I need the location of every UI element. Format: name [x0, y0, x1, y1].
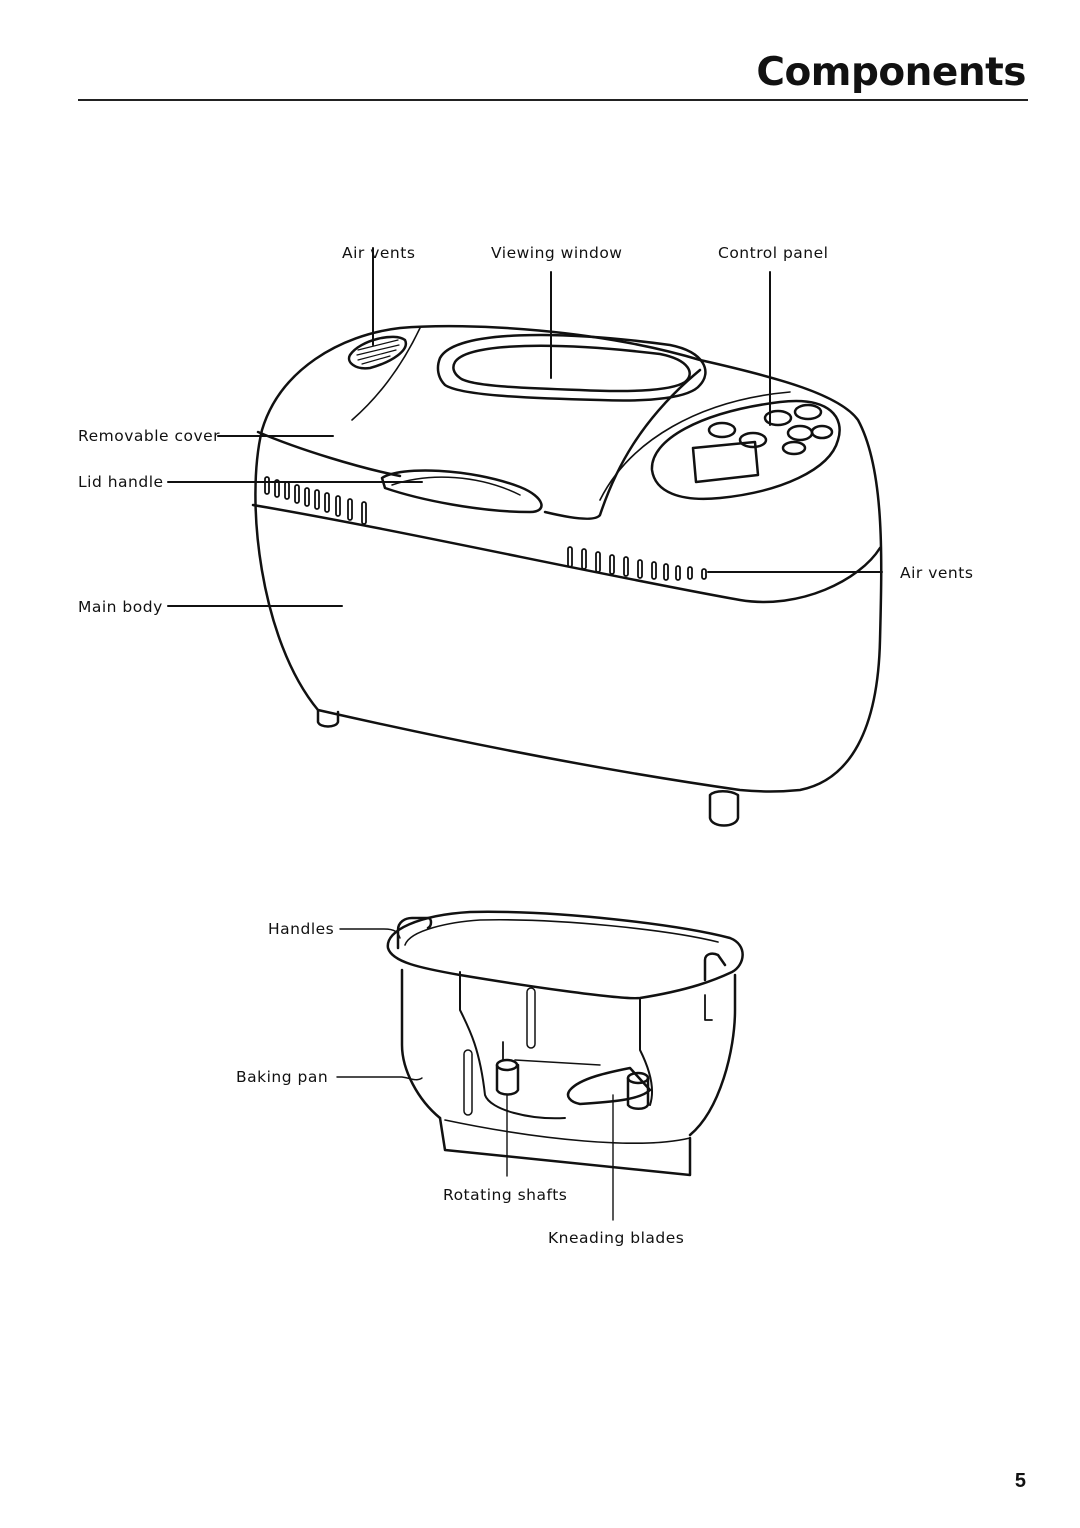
machine-leader-lines [167, 247, 883, 607]
label-air-vents-side: Air vents [900, 564, 974, 582]
right-shaft [626, 1076, 650, 1110]
lid-contour [543, 368, 702, 520]
pan-base [438, 1116, 692, 1177]
label-lid-handle: Lid handle [78, 473, 164, 491]
pan-right-wall [688, 973, 737, 1137]
title-rule [78, 99, 1028, 101]
label-air-vents-top: Air vents [342, 244, 416, 262]
cover-edge [256, 430, 402, 478]
lid-handle-shape [380, 469, 543, 514]
label-main-body: Main body [78, 598, 163, 616]
right-foot [708, 790, 740, 827]
body-outline [254, 324, 883, 793]
left-shaft [495, 1063, 520, 1096]
page-number: 5 [1014, 1470, 1026, 1492]
label-removable-cover: Removable cover [78, 427, 221, 445]
pan-rim [386, 910, 744, 1000]
viewing-window-inner [452, 344, 691, 393]
page-title: Components [756, 50, 1026, 95]
pan-left-wall [400, 968, 442, 1120]
left-foot [316, 708, 340, 728]
right-handle [703, 952, 727, 982]
lid-seam [251, 503, 882, 604]
viewing-window-outer [436, 333, 707, 402]
left-handle [396, 916, 433, 950]
label-rotating-shafts: Rotating shafts [443, 1186, 568, 1204]
pan-leader-lines [336, 928, 614, 1221]
label-baking-pan: Baking pan [236, 1068, 329, 1086]
top-air-vent [347, 335, 408, 370]
label-viewing-window: Viewing window [491, 244, 623, 262]
label-control-panel: Control panel [718, 244, 829, 262]
label-kneading-blades: Kneading blades [548, 1229, 685, 1247]
kneading-blade [566, 1066, 652, 1106]
bread-maker-body [251, 324, 883, 827]
lid-back-line [351, 327, 421, 421]
lcd-display [691, 440, 760, 484]
right-vent-slots [567, 546, 707, 581]
control-panel-outline [650, 399, 841, 501]
baking-pan [386, 910, 744, 1177]
left-vent-slots [264, 476, 367, 525]
label-handles: Handles [268, 920, 335, 938]
